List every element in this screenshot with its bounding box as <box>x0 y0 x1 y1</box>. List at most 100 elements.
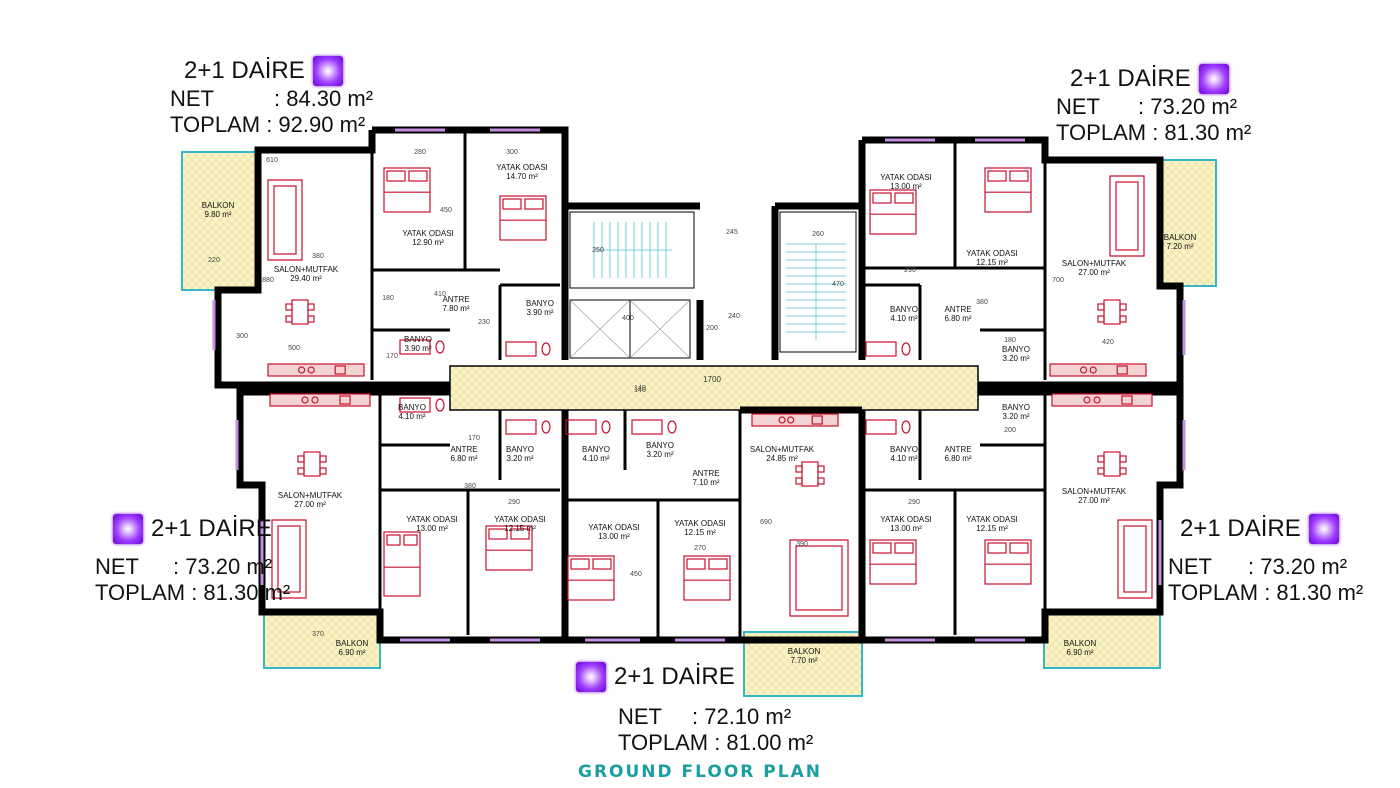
sofa-icon <box>267 179 303 261</box>
dimension-label: 260 <box>812 231 824 238</box>
toilet-icon <box>435 398 445 412</box>
pillow-icon <box>987 170 1007 182</box>
chair-icon <box>795 465 803 473</box>
dimension-label: 240 <box>728 313 740 320</box>
dimension-label: 300 <box>236 333 248 340</box>
pillow-icon <box>894 542 914 554</box>
room-name: SALON+MUTFAK <box>278 491 343 500</box>
room-area: 12.15 m² <box>976 524 1008 533</box>
bathtub-icon <box>505 419 537 435</box>
net-label: NET <box>1056 94 1100 119</box>
pillow-icon <box>386 170 406 182</box>
room-area: 6.80 m² <box>450 454 477 463</box>
toilet-icon <box>541 420 551 434</box>
room-name: SALON+MUTFAK <box>750 445 815 454</box>
chair-icon <box>1097 315 1105 323</box>
balcony-top-left <box>181 151 257 291</box>
pillow-icon <box>488 528 508 540</box>
total-value: : 81.00 m² <box>714 730 814 755</box>
balcony-top-right <box>1159 159 1217 287</box>
room-name: ANTRE <box>442 295 469 304</box>
pillow-icon <box>386 534 401 546</box>
room-name: YATAK ODASI <box>880 515 932 524</box>
chair-icon <box>307 303 315 311</box>
unit-label-top-left: 2+1 DAİRE NET: 84.30 m² TOPLAM : 92.90 m… <box>170 56 373 138</box>
sofa-icon <box>789 539 849 617</box>
room-name: BANYO <box>526 299 554 308</box>
room-name: ANTRE <box>944 305 971 314</box>
room-area: 7.70 m² <box>790 656 817 665</box>
dimension-label: 270 <box>694 545 706 552</box>
stove-icon <box>1089 366 1097 374</box>
room-name: BANYO <box>404 335 432 344</box>
stair-right <box>779 211 857 353</box>
net-value: : 73.20 m² <box>173 554 273 579</box>
dimension-label: 690 <box>760 519 772 526</box>
dimension-label: 700 <box>1052 277 1064 284</box>
bed-icon <box>869 539 917 585</box>
corridor-width: 140 <box>634 387 646 394</box>
sink-icon <box>334 365 346 375</box>
chair-icon <box>1119 455 1127 463</box>
room-name: YATAK ODASI <box>880 173 932 182</box>
dimension-label: 410 <box>434 291 446 298</box>
bed-icon <box>869 189 917 235</box>
pillow-icon <box>894 192 914 204</box>
sink-icon <box>1116 365 1128 375</box>
windows <box>212 128 1186 642</box>
room-area: 9.80 m² <box>204 210 231 219</box>
dimension-label: 880 <box>262 277 274 284</box>
bathtub-icon <box>865 341 897 357</box>
room-name: SALON+MUTFAK <box>274 265 339 274</box>
room-area: 7.10 m² <box>692 478 719 487</box>
kitchen-counter-icon <box>751 413 839 427</box>
elevator-shafts <box>569 299 691 359</box>
total-value: : 81.30 m² <box>1264 580 1364 605</box>
kitchen-counter-icon <box>267 363 365 377</box>
dimension-label: 220 <box>208 257 220 264</box>
toilet-icon <box>435 340 445 354</box>
toilet-icon <box>901 420 911 434</box>
room-name: YATAK ODASI <box>966 515 1018 524</box>
total-value: : 81.30 m² <box>191 580 291 605</box>
chair-icon <box>297 467 305 475</box>
room-name: BALKON <box>1064 639 1097 648</box>
chair-icon <box>297 455 305 463</box>
sofa-icon <box>271 519 307 599</box>
balcony-bottom-right <box>1043 611 1161 669</box>
room-name: SALON+MUTFAK <box>1062 259 1127 268</box>
corridor <box>449 365 979 411</box>
chair-icon <box>1097 303 1105 311</box>
room-area: 6.80 m² <box>944 454 971 463</box>
bathtub-icon <box>399 397 431 413</box>
room-area: 3.90 m² <box>526 308 553 317</box>
unit-title: 2+1 DAİRE <box>151 515 272 542</box>
pillow-icon <box>570 558 590 570</box>
stove-icon <box>787 416 795 424</box>
dimension-label: 290 <box>908 499 920 506</box>
net-value: : 73.20 m² <box>1138 94 1238 119</box>
net-label: NET <box>95 554 139 579</box>
unit-label-top-right: 2+1 DAİRE NET: 73.20 m² TOPLAM : 81.30 m… <box>1056 64 1251 146</box>
kitchen-counter-icon <box>1051 393 1153 407</box>
stove-icon <box>1083 396 1091 404</box>
chair-icon <box>307 315 315 323</box>
chair-icon <box>817 465 825 473</box>
stove-icon <box>311 396 319 404</box>
room-name: BANYO <box>398 403 426 412</box>
room-area: 6.90 m² <box>1066 648 1093 657</box>
dining-table-icon <box>303 451 321 477</box>
bathtub-icon <box>565 419 597 435</box>
chair-icon <box>285 315 293 323</box>
sink-icon <box>339 395 351 405</box>
room-area: 14.70 m² <box>506 172 538 181</box>
net-label: NET <box>170 86 214 111</box>
chair-icon <box>285 303 293 311</box>
bathtub-icon <box>865 419 897 435</box>
unit-color-icon <box>312 56 343 86</box>
total-label: TOPLAM <box>1056 120 1147 145</box>
unit-color-icon <box>113 514 143 544</box>
room-name: BANYO <box>582 445 610 454</box>
